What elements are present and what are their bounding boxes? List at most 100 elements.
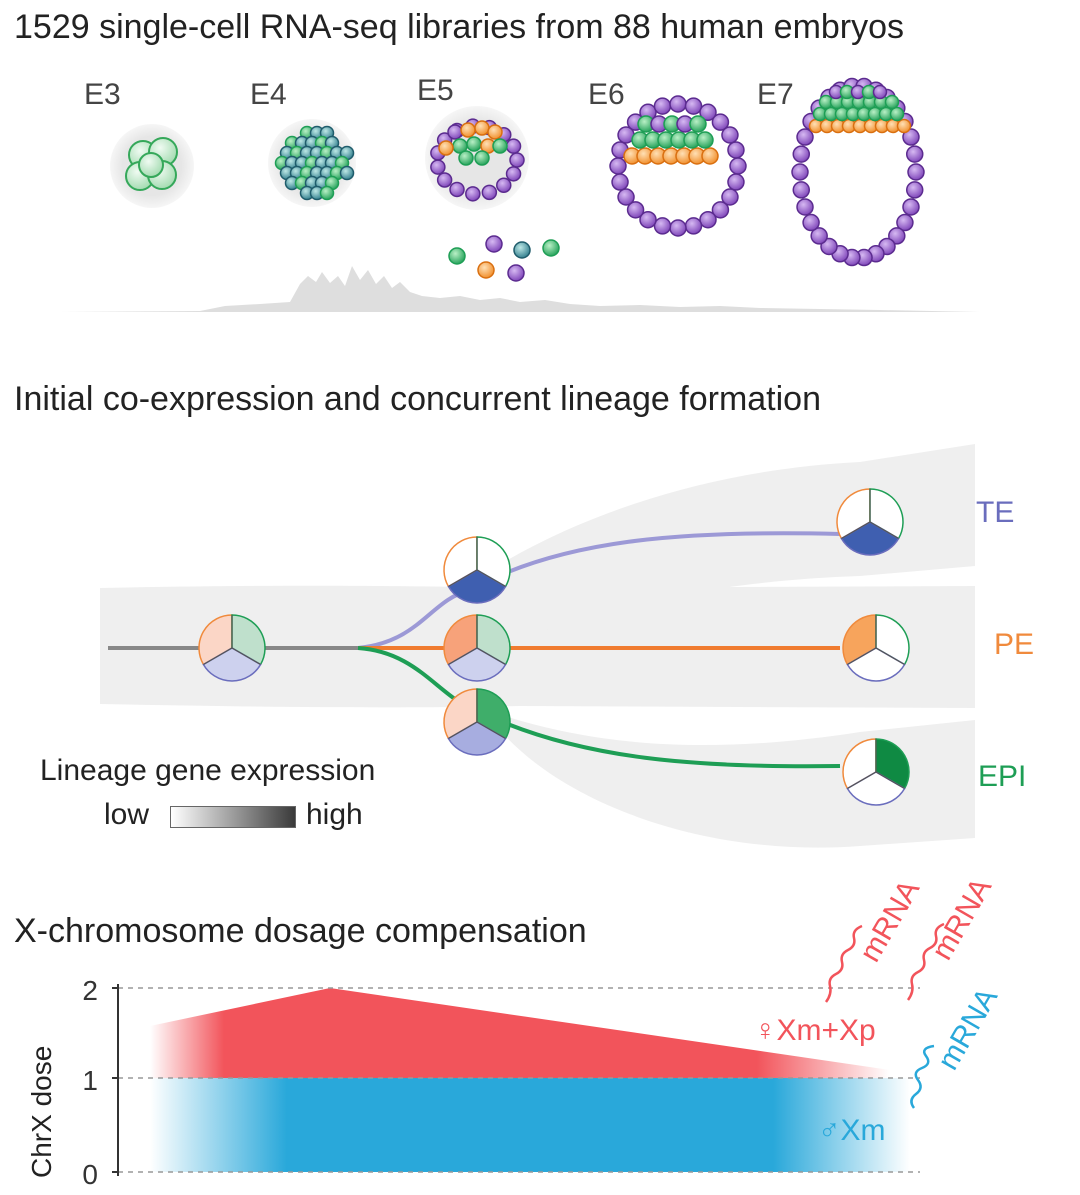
cell: [888, 227, 906, 245]
cell: [669, 95, 687, 113]
cell: [711, 201, 730, 219]
cell: [796, 198, 814, 216]
pie-divider: [476, 721, 506, 740]
mrna-label-1: mRNA: [853, 874, 926, 967]
cell: [609, 157, 627, 175]
pie-sector-te: [447, 569, 507, 604]
cell: [474, 150, 490, 166]
cell: [902, 198, 920, 216]
cell: [684, 97, 703, 115]
pie-divider: [476, 569, 506, 588]
cell: [896, 118, 912, 134]
cell: [907, 163, 925, 181]
cell: [474, 120, 490, 136]
male-xm-label: ♂Xm: [818, 1114, 886, 1147]
cell: [458, 150, 474, 166]
cell: [902, 128, 920, 146]
cell: [542, 239, 560, 257]
pie-divider: [203, 647, 233, 666]
cell: [492, 138, 508, 154]
cell: [699, 103, 717, 122]
cell: [820, 237, 838, 256]
pie-pe-branch: [443, 614, 511, 682]
dose-tick-0: 0: [82, 1159, 98, 1190]
cell: [802, 213, 820, 232]
cell: [487, 124, 503, 140]
cell: [896, 213, 914, 232]
legend-title: Lineage gene expression: [40, 754, 376, 787]
female-xm-xp-label: ♀Xm+Xp: [754, 1014, 876, 1047]
pie-progenitor: [198, 614, 266, 682]
embryo-e7: [791, 77, 925, 267]
cell: [721, 126, 739, 144]
cell: [721, 188, 739, 206]
cell: [727, 173, 745, 191]
cell: [496, 177, 512, 194]
embryo-e6: [609, 95, 747, 237]
pie-divider: [841, 521, 871, 540]
pie-divider: [875, 647, 905, 666]
pie-divider: [448, 647, 478, 666]
cell: [684, 217, 703, 235]
cell: [513, 241, 531, 259]
cell: [481, 184, 498, 201]
pie-divider: [231, 647, 261, 666]
epi-branch-line: [357, 646, 841, 769]
embryo-e4: [268, 119, 356, 207]
cell: [653, 217, 672, 235]
legend-low-label: low: [104, 798, 150, 831]
cell: [796, 128, 814, 146]
male-mrna-wave: [910, 1044, 935, 1109]
cell: [699, 210, 717, 229]
cell: [689, 115, 707, 133]
cell: [810, 227, 828, 245]
pie-epi-branch: [443, 688, 511, 756]
cell: [448, 247, 466, 265]
cell: [872, 84, 888, 100]
cell: [507, 264, 525, 282]
cell: [696, 131, 714, 149]
mrna-label-3: mRNA: [931, 982, 1004, 1075]
stage-label-e4: E4: [250, 78, 287, 111]
lineage-label-te: TE: [976, 496, 1015, 529]
cell: [889, 106, 905, 122]
pie-te-branch: [443, 536, 511, 604]
pie-sector-te: [202, 647, 262, 682]
lineage-label-epi: EPI: [978, 760, 1027, 793]
pie-divider: [847, 647, 877, 666]
mrna-label-2: mRNA: [925, 872, 998, 965]
cell: [611, 173, 629, 191]
pie-pe-final: [842, 614, 910, 682]
stage-label-e5: E5: [417, 74, 454, 107]
cell: [485, 235, 503, 253]
lineage-title: Initial co-expression and concurrent lin…: [14, 380, 822, 418]
pie-divider: [448, 569, 478, 588]
legend-gradient-bar: [170, 806, 296, 828]
cell: [319, 185, 335, 201]
cell: [792, 145, 811, 163]
cell: [701, 147, 719, 165]
cell: [639, 210, 657, 229]
pie-divider: [476, 647, 506, 666]
stages-title: 1529 single-cell RNA-seq libraries from …: [14, 8, 905, 46]
pie-sector-te: [846, 771, 906, 806]
cell: [626, 201, 645, 219]
male-dose-area: [150, 1078, 910, 1172]
stage-label-e6: E6: [588, 78, 625, 111]
cell: [438, 140, 454, 156]
cell: [477, 261, 495, 279]
sample-density-profile: [60, 266, 980, 312]
pie-sector-te: [447, 647, 507, 682]
pie-divider: [847, 771, 877, 790]
pie-divider: [875, 771, 905, 790]
cell: [727, 141, 745, 159]
cell: [447, 124, 463, 140]
pie-te-final: [836, 488, 904, 556]
cell: [466, 136, 482, 152]
cell: [791, 163, 809, 181]
cell: [905, 145, 924, 163]
female-dose-area: [150, 988, 890, 1078]
cell: [884, 94, 900, 110]
cell: [465, 186, 481, 202]
stage-label-e7: E7: [757, 78, 794, 111]
